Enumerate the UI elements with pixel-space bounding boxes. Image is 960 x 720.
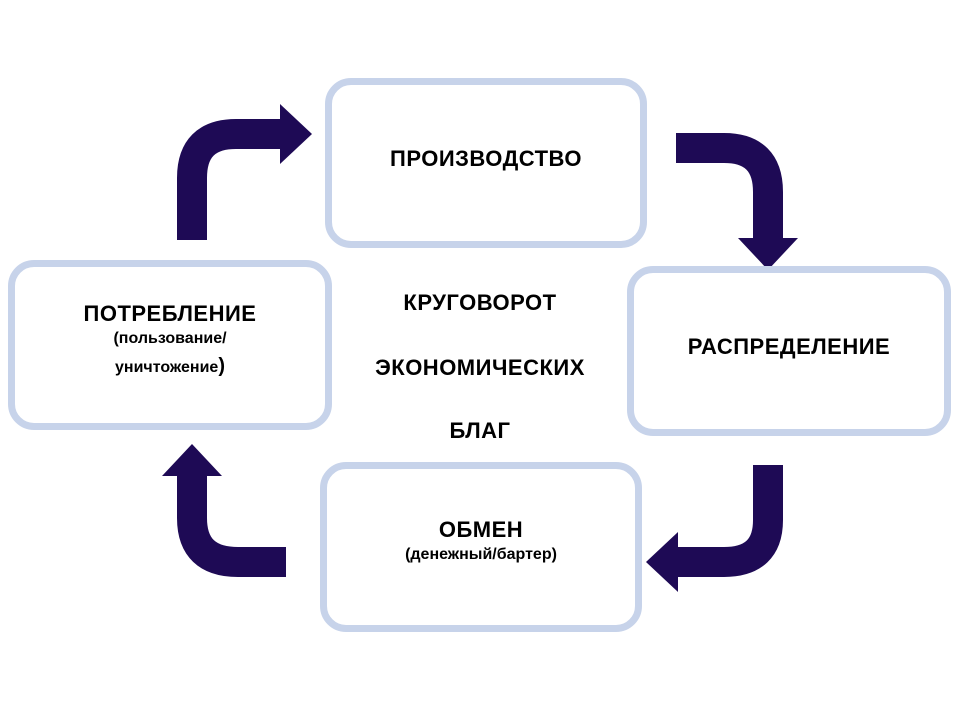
- box-consumption-title: ПОТРЕБЛЕНИЕ: [83, 300, 257, 326]
- box-consumption-subtitle-line2: уничтожение): [115, 351, 225, 381]
- box-distribution: РАСПРЕДЕЛЕНИЕ: [627, 266, 951, 436]
- box-consumption-subtitle-close: ): [218, 355, 225, 378]
- center-label-line-3: БЛАГ: [449, 418, 511, 443]
- box-exchange-subtitle: (денежный/бартер): [405, 546, 557, 564]
- box-distribution-title: РАСПРЕДЕЛЕНИЕ: [687, 333, 891, 359]
- arrow-consumption-to-production: [177, 104, 312, 240]
- box-consumption-subtitle-line2-text: уничтожение: [115, 359, 219, 377]
- arrow-production-to-distribution: [676, 133, 798, 270]
- box-production: ПРОИЗВОДСТВО: [325, 78, 647, 248]
- center-label-line-1: КРУГОВОРОТ: [403, 290, 557, 315]
- box-exchange: ОБМЕН (денежный/бартер): [320, 462, 642, 632]
- center-label-line-2: ЭКОНОМИЧЕСКИХ: [375, 355, 585, 380]
- box-production-title: ПРОИЗВОДСТВО: [390, 145, 582, 171]
- box-exchange-title: ОБМЕН: [438, 516, 524, 542]
- box-consumption: ПОТРЕБЛЕНИЕ (пользование/ уничтожение): [8, 260, 332, 430]
- arrow-exchange-to-consumption: [162, 444, 286, 577]
- box-consumption-subtitle-line1: (пользование/: [113, 330, 227, 348]
- arrow-distribution-to-exchange: [646, 465, 783, 592]
